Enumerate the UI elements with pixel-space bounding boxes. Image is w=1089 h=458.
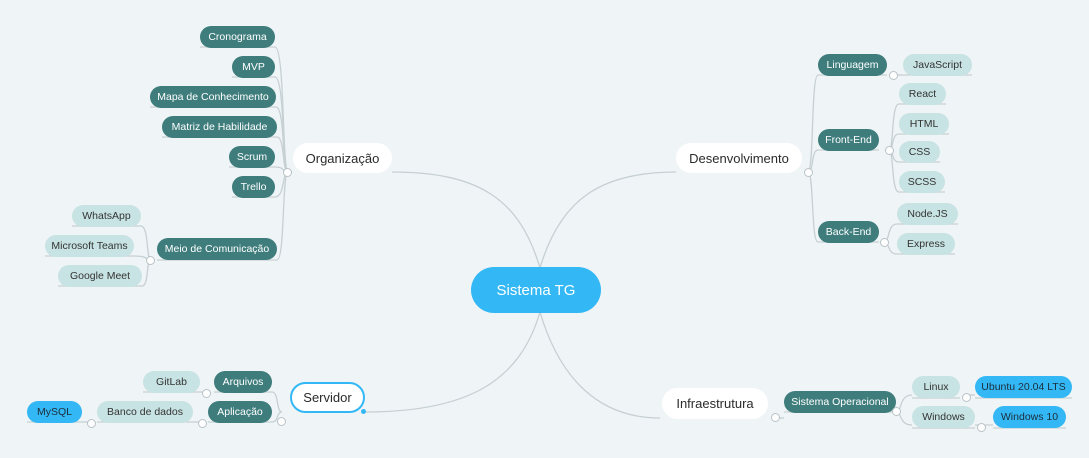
node-label: WhatsApp (82, 210, 131, 222)
collapse-handle-organizacao[interactable] (283, 168, 292, 177)
node-arquivos[interactable]: Arquivos (214, 371, 272, 393)
selection-handle[interactable] (361, 409, 366, 414)
collapse-handle-front-end[interactable] (885, 146, 894, 155)
topic-desenvolvimento[interactable]: Desenvolvimento (676, 143, 802, 173)
node-label: MySQL (36, 406, 72, 418)
node-windows[interactable]: Windows (912, 406, 975, 428)
collapse-handle-linguagem[interactable] (889, 71, 898, 80)
node-label: JavaScript (912, 59, 963, 71)
node-label: Trello (240, 181, 267, 193)
collapse-handle-windows[interactable] (977, 423, 986, 432)
topic-label: Servidor (303, 390, 352, 405)
node-ubuntu[interactable]: Ubuntu 20.04 LTS (975, 376, 1072, 398)
node-label: Ubuntu 20.04 LTS (981, 381, 1066, 393)
node-whatsapp[interactable]: WhatsApp (72, 205, 141, 227)
node-label: Meio de Comunicação (164, 243, 270, 255)
node-label: Windows 10 (1000, 411, 1059, 423)
node-meio-comunicacao[interactable]: Meio de Comunicação (157, 238, 277, 260)
node-javascript[interactable]: JavaScript (903, 54, 972, 76)
collapse-handle-infraestrutura[interactable] (771, 413, 780, 422)
node-windows-10[interactable]: Windows 10 (993, 406, 1066, 428)
node-mvp[interactable]: MVP (232, 56, 275, 78)
node-trello[interactable]: Trello (232, 176, 275, 198)
node-label: CSS (908, 146, 931, 158)
topic-label: Organização (305, 150, 380, 166)
node-mapa-conhecimento[interactable]: Mapa de Conhecimento (150, 86, 276, 108)
node-react[interactable]: React (899, 83, 946, 105)
node-linux[interactable]: Linux (912, 376, 960, 398)
node-label: Banco de dados (107, 406, 183, 418)
collapse-handle-sistema-operacional[interactable] (892, 407, 901, 416)
topic-servidor[interactable]: Servidor (290, 382, 365, 413)
node-label: Scrum (236, 151, 268, 163)
node-label: Arquivos (222, 376, 264, 388)
collapse-handle-aplicacao[interactable] (198, 419, 207, 428)
node-html[interactable]: HTML (899, 113, 949, 135)
collapse-handle-back-end[interactable] (880, 238, 889, 247)
topic-infraestrutura[interactable]: Infraestrutura (662, 388, 768, 419)
node-label: Mapa de Conhecimento (157, 91, 269, 103)
node-back-end[interactable]: Back-End (818, 221, 879, 243)
node-gitlab[interactable]: GitLab (143, 371, 200, 393)
node-scss[interactable]: SCSS (899, 171, 945, 193)
node-google-meet[interactable]: Google Meet (58, 265, 142, 287)
node-label: MVP (242, 61, 265, 73)
node-label: Linux (923, 381, 949, 393)
node-linguagem[interactable]: Linguagem (818, 54, 887, 76)
node-label: Back-End (825, 226, 872, 238)
node-label: Matriz de Habilidade (171, 121, 268, 133)
node-scrum[interactable]: Scrum (229, 146, 275, 168)
topic-label: Desenvolvimento (689, 150, 789, 166)
node-aplicacao[interactable]: Aplicação (208, 401, 272, 423)
node-label: Aplicação (217, 406, 263, 418)
node-label: Express (907, 238, 945, 250)
collapse-handle-servidor[interactable] (277, 417, 286, 426)
node-label: React (908, 88, 937, 100)
node-css[interactable]: CSS (899, 141, 940, 163)
node-label: Cronograma (208, 31, 267, 43)
collapse-handle-meio[interactable] (146, 256, 155, 265)
topic-label: Infraestrutura (676, 396, 754, 411)
root-label: Sistema TG (496, 281, 576, 299)
node-microsoft-teams[interactable]: Microsoft Teams (45, 235, 134, 257)
node-sistema-operacional[interactable]: Sistema Operacional (784, 391, 896, 413)
node-nodejs[interactable]: Node.JS (897, 203, 958, 225)
node-front-end[interactable]: Front-End (818, 129, 879, 151)
collapse-handle-banco[interactable] (87, 419, 96, 428)
node-label: Microsoft Teams (51, 240, 128, 252)
node-mysql[interactable]: MySQL (27, 401, 82, 423)
node-label: Node.JS (907, 208, 948, 220)
node-matriz-habilidade[interactable]: Matriz de Habilidade (162, 116, 277, 138)
collapse-handle-arquivos[interactable] (202, 389, 211, 398)
node-label: GitLab (156, 376, 187, 388)
node-cronograma[interactable]: Cronograma (200, 26, 275, 48)
node-label: Front-End (825, 134, 872, 146)
node-label: Sistema Operacional (791, 396, 889, 408)
topic-organizacao[interactable]: Organização (293, 143, 392, 173)
collapse-handle-linux[interactable] (962, 393, 971, 402)
collapse-handle-desenvolvimento[interactable] (804, 168, 813, 177)
node-label: Linguagem (826, 59, 879, 71)
node-label: Windows (922, 411, 965, 423)
root-node[interactable]: Sistema TG (471, 267, 601, 313)
node-label: SCSS (907, 176, 937, 188)
node-label: HTML (909, 118, 939, 130)
node-express[interactable]: Express (897, 233, 955, 255)
node-label: Google Meet (69, 270, 131, 282)
node-banco-de-dados[interactable]: Banco de dados (97, 401, 193, 423)
